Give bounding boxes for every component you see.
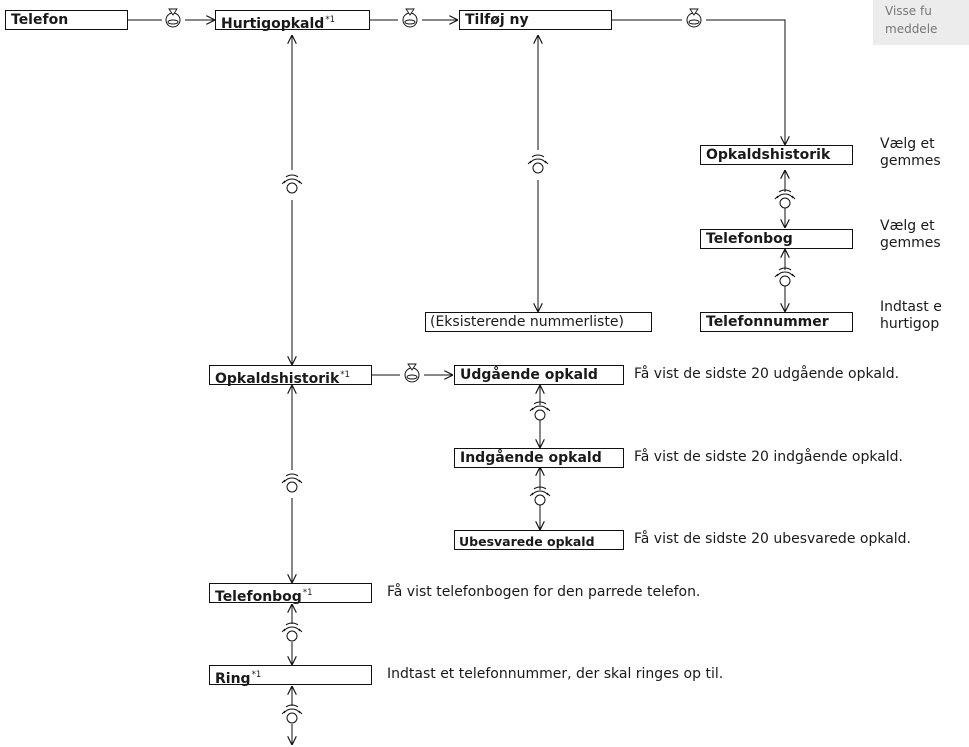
rotate-selector-icon (774, 267, 796, 287)
node-hurtigopkald: Hurtigopkald*1 (215, 10, 370, 32)
node-label: (Eksisterende nummerliste) (430, 314, 624, 330)
node-label: Udgående opkald (460, 367, 598, 383)
node-opkaldshistorik: Opkaldshistorik*1 (209, 365, 372, 387)
node-label: Ubesvarede opkald (459, 534, 595, 549)
node-label: Ring*1 (215, 670, 262, 687)
description-indgaaende: Få vist de sidste 20 indgående opkald. (634, 449, 904, 465)
press-selector-icon (686, 8, 702, 28)
press-selector-icon (165, 8, 181, 28)
node-telefonbog-right: Telefonbog (700, 229, 853, 249)
footnote-mark: *1 (251, 670, 262, 680)
description-opkaldshistorik-right: Vælg et gemmes (880, 136, 941, 169)
node-label: Indgående opkald (460, 450, 602, 466)
footnote-mark: *1 (340, 370, 350, 380)
node-label: Telefonnummer (706, 314, 829, 330)
node-udgaaende-opkald: Udgående opkald (454, 365, 624, 385)
node-label: Opkaldshistorik*1 (215, 370, 350, 387)
footnote-mark: *1 (302, 588, 313, 598)
description-udgaaende: Få vist de sidste 20 udgående opkald. (634, 366, 900, 382)
node-indgaaende-opkald: Indgående opkald (454, 448, 624, 468)
node-ubesvarede-opkald: Ubesvarede opkald (454, 530, 624, 550)
rotate-selector-icon (281, 174, 303, 194)
description-telefonbog-right: Vælg et gemmes (880, 218, 941, 251)
node-label: Opkaldshistorik (706, 147, 831, 163)
node-label: Telefonbog*1 (215, 588, 313, 605)
rotate-selector-icon (774, 189, 796, 209)
side-note: Visse fu meddele (873, 0, 969, 45)
rotate-selector-icon (281, 622, 303, 642)
node-ring: Ring*1 (209, 665, 372, 687)
footnote-mark: *1 (325, 15, 335, 25)
rotate-selector-icon (527, 154, 549, 174)
node-label: Hurtigopkald*1 (221, 15, 335, 32)
arrow (706, 19, 785, 145)
rotate-selector-icon (281, 473, 303, 493)
node-label: Telefon (11, 12, 69, 28)
description-ubesvarede: Få vist de sidste 20 ubesvarede opkald. (634, 531, 911, 547)
description-telefonnummer: Indtast e hurtigop (880, 299, 942, 332)
description-ring: Indtast et telefonnummer, der skal ringe… (387, 666, 724, 682)
node-opkaldshistorik-right: Opkaldshistorik (700, 145, 853, 165)
press-selector-icon (402, 8, 418, 28)
press-selector-icon (404, 363, 420, 383)
node-telefon: Telefon (5, 10, 128, 30)
node-telefonbog: Telefonbog*1 (209, 583, 372, 605)
node-tilfoej-ny: Tilføj ny (459, 10, 612, 30)
description-telefonbog: Få vist telefonbogen for den parrede tel… (387, 584, 701, 600)
node-label: Telefonbog (706, 231, 793, 247)
node-label: Tilføj ny (465, 12, 529, 28)
node-eksisterende-nummerliste: (Eksisterende nummerliste) (425, 312, 652, 332)
node-telefonnummer: Telefonnummer (700, 312, 853, 332)
rotate-selector-icon (281, 704, 303, 724)
